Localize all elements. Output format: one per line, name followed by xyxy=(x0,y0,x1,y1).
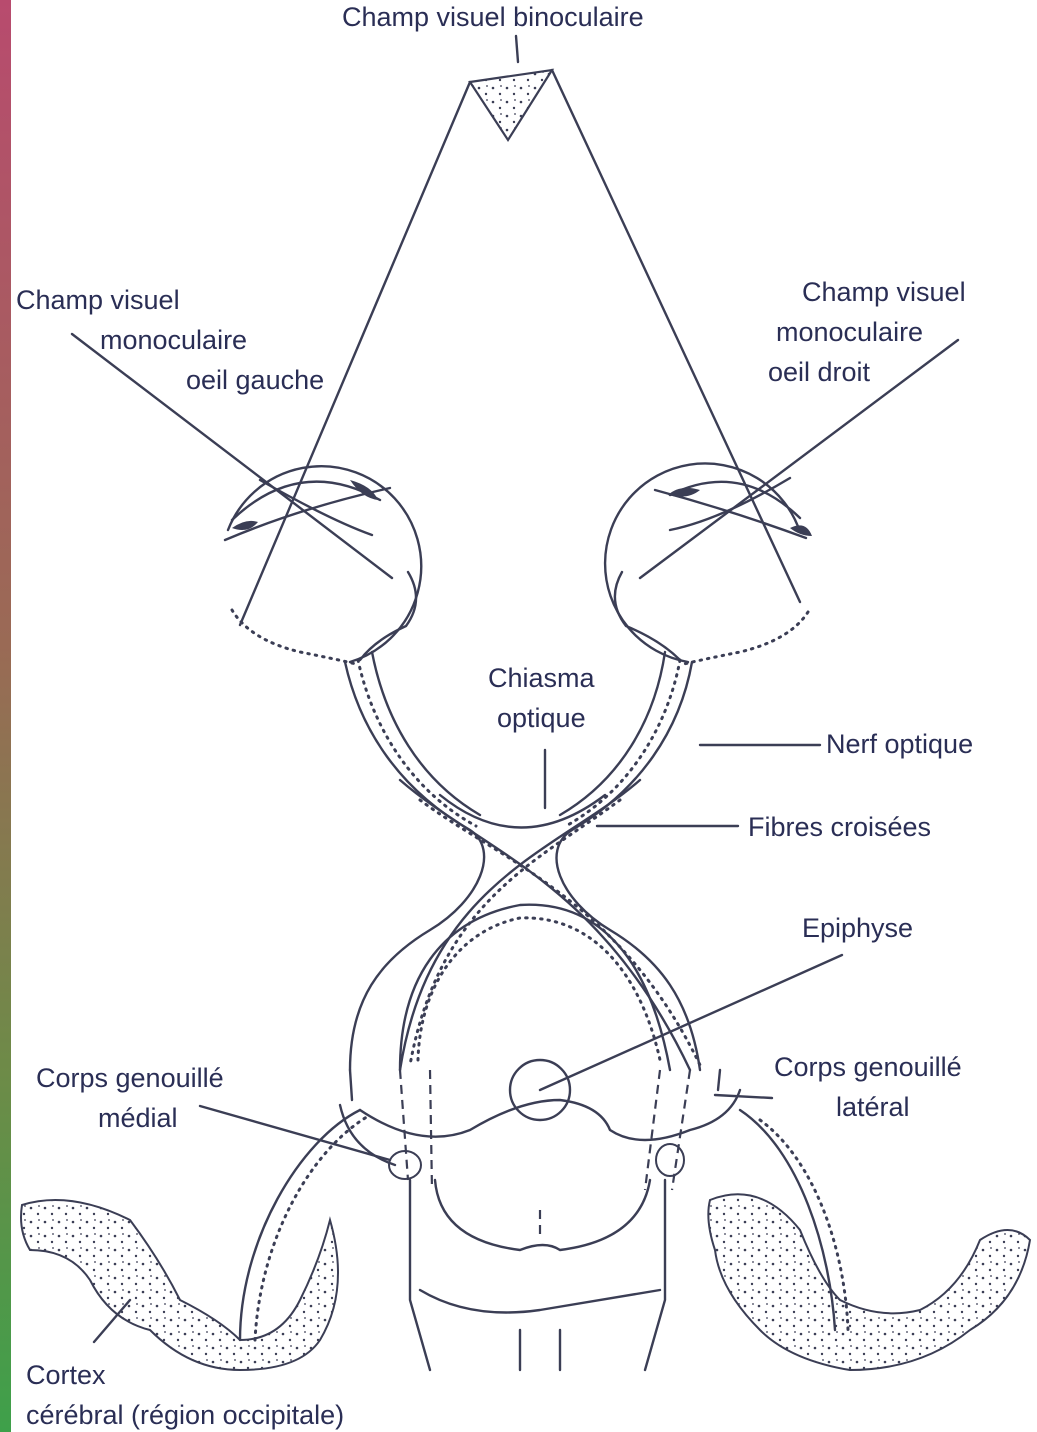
label-chiasma-line1: Chiasma xyxy=(488,663,595,693)
label-optic-nerve: Nerf optique xyxy=(826,729,973,759)
left-cortex xyxy=(21,1110,370,1370)
binocular-field-rays xyxy=(240,70,800,625)
midbrain xyxy=(340,1070,740,1370)
epiphysis xyxy=(510,955,842,1120)
label-monocular-right-line3: oeil droit xyxy=(768,357,870,387)
label-lateral-geniculate-line1: Corps genouillé xyxy=(774,1052,962,1082)
label-binocular-field: Champ visuel binoculaire xyxy=(342,2,644,32)
label-monocular-right-line2: monoculaire xyxy=(776,317,923,347)
right-cortex xyxy=(708,1110,1030,1370)
label-monocular-right-line1: Champ visuel xyxy=(802,277,966,307)
label-leaders xyxy=(94,745,820,1342)
label-chiasma-line2: optique xyxy=(497,703,586,733)
binocular-field xyxy=(470,36,552,140)
label-medial-geniculate-line1: Corps genouillé xyxy=(36,1063,224,1093)
label-epiphysis: Epiphyse xyxy=(802,913,913,943)
label-lateral-geniculate-line2: latéral xyxy=(836,1092,910,1122)
label-crossed-fibres: Fibres croisées xyxy=(748,812,931,842)
left-eye xyxy=(225,466,421,664)
label-monocular-left-line2: monoculaire xyxy=(100,325,247,355)
label-medial-geniculate-line2: médial xyxy=(98,1103,178,1133)
label-cortex-line2: cérébral (région occipitale) xyxy=(26,1400,344,1430)
label-monocular-left-line1: Champ visuel xyxy=(16,285,180,315)
label-cortex-line1: Cortex xyxy=(26,1360,106,1390)
label-monocular-left-line3: oeil gauche xyxy=(186,365,324,395)
